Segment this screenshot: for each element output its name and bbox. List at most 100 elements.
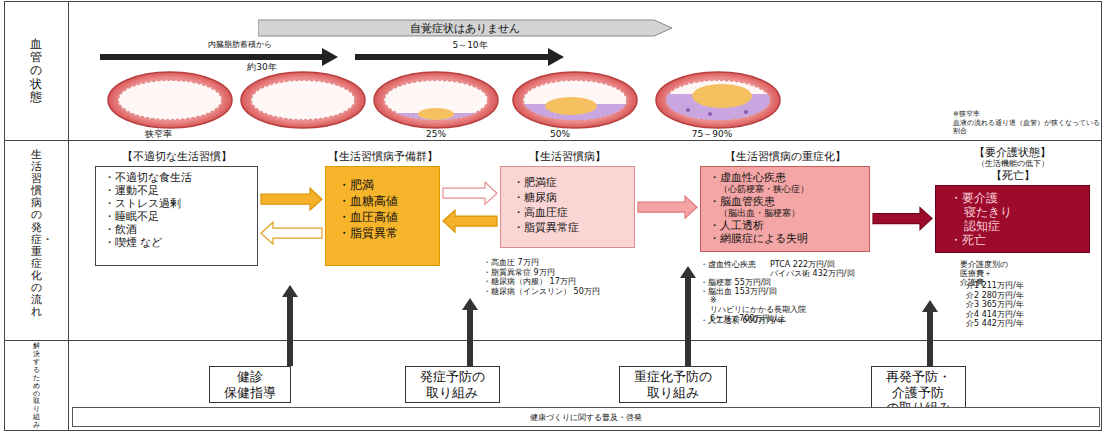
- period-note: 内臓脂肪蓄積から: [208, 40, 272, 49]
- cost-text: 介5 442万円/年: [966, 319, 1024, 328]
- arrow-text: 自覚症状はありません: [410, 21, 520, 36]
- stenosis-label: 75～90%: [692, 129, 732, 139]
- stage-box: 【生活習慣病の重症化】・虚血性心疾患（心筋梗塞・狭心症）・脳血管疾患（脳出血・脳…: [700, 150, 870, 252]
- band-text: 健康づくりに関する普及・啓発: [530, 412, 642, 423]
- cost-text: バイパス術 432万円/回: [770, 269, 855, 278]
- box-item: ・運動不足: [104, 184, 159, 197]
- box-heading: 【生活習慣病予備群】: [328, 150, 438, 163]
- plaque-dot: [708, 112, 712, 116]
- box-item: ・血糖高値: [338, 193, 398, 209]
- box-item: ・血圧高値: [338, 209, 398, 225]
- flow-arrow: [261, 222, 322, 244]
- support-arrow: [282, 285, 298, 366]
- box-heading: 【生活習慣病の重症化】: [725, 150, 846, 163]
- note-text: ※狭窄率: [953, 110, 980, 118]
- cost-text: ・高血圧 7万円: [483, 258, 539, 267]
- vessel-section: [656, 72, 780, 128]
- time-arrow: [355, 48, 564, 66]
- box-item: ・糖尿病: [513, 190, 557, 205]
- box-item: ・不適切な食生活: [104, 171, 192, 184]
- grid-line: [5, 140, 1102, 141]
- row-header: 解決するための取り組み: [32, 342, 39, 429]
- action-text: 重症化予防の 取り組み: [634, 369, 712, 400]
- flow-arrow: [443, 210, 497, 232]
- action-box: 重症化予防の 取り組み: [619, 366, 727, 403]
- cost-text: ・脳出血 153万円/回: [700, 287, 777, 296]
- box-heading: 【不適切な生活習慣】: [122, 150, 232, 163]
- cost-text: ・糖尿病（インスリン） 50万円: [483, 287, 600, 296]
- box-item: ・死亡: [950, 233, 986, 247]
- base-band: 健康づくりに関する普及・啓発: [72, 407, 1100, 427]
- flow-arrow: [443, 182, 497, 204]
- period-label: 5～10年: [452, 40, 487, 50]
- cost-text: ・脳梗塞 55万円/回: [700, 278, 771, 287]
- cost-text: ・人工透析 600万円/年: [700, 316, 785, 325]
- vessel-lumen: [251, 80, 355, 120]
- vessel-section: [241, 72, 365, 128]
- box-item: ・飲酒: [104, 223, 137, 236]
- stage-box: 【不適切な生活習慣】・不適切な食生活・運動不足・ストレス過剰・睡眠不足・飲酒・喫…: [95, 150, 258, 266]
- box-item: （脳出血・脳梗塞）: [709, 208, 800, 219]
- vessel-lumen: [118, 80, 222, 120]
- box-outline: ・虚血性心疾患（心筋梗塞・狭心症）・脳血管疾患（脳出血・脳梗塞）・人工透析・網膜…: [700, 166, 870, 252]
- note-text: 血液の流れる通り道（血管）が狭くなっている割合: [953, 119, 1101, 135]
- arrow-body: [258, 20, 672, 36]
- box-item: ・要介護: [950, 191, 998, 205]
- box-heading: 【要介護状態】: [974, 146, 1051, 159]
- time-arrow: [100, 48, 338, 66]
- stenosis-label: 50%: [550, 129, 570, 139]
- box-item: 認知症: [950, 219, 1000, 233]
- plaque-dot: [744, 110, 748, 114]
- period-label: 約30年: [247, 62, 276, 72]
- vessel-wall: [374, 72, 498, 128]
- row-header: 生活習慣病の発症・重症化の流れ: [31, 149, 42, 318]
- plaque-fat: [692, 84, 752, 108]
- box-outline: ・肥満・血糖高値・血圧高値・脂質異常: [325, 166, 440, 266]
- grid-line: [68, 2, 69, 431]
- cost-text: ・糖尿病（内服） 17万円: [483, 277, 576, 286]
- action-text: 健診 保健指導: [224, 369, 276, 400]
- support-arrow: [680, 266, 696, 366]
- box-item: ・高血圧症: [513, 205, 568, 220]
- plaque: [515, 97, 635, 124]
- cost-text: 介1 211万円/年: [966, 281, 1024, 290]
- box-outline: ・要介護寝たきり認知症・死亡: [935, 185, 1090, 253]
- vessel-wall: [241, 72, 365, 128]
- box-item: ・脂質異常: [338, 225, 398, 241]
- cost-text: ・脂質異常症 9万円: [483, 268, 555, 277]
- action-box: 健診 保健指導: [209, 366, 291, 403]
- stage-box: 【生活習慣病予備群】・肥満・血糖高値・血圧高値・脂質異常: [325, 150, 440, 266]
- box-item: （心筋梗塞・狭心症）: [709, 184, 809, 195]
- stenosis-label: 25%: [426, 129, 446, 139]
- box-item: ・人工透析: [709, 219, 764, 232]
- cost-text: 介3 365万円/年: [966, 300, 1024, 309]
- box-item: ・肥満: [338, 177, 374, 193]
- box-outline: ・肥満症・糖尿病・高血圧症・脂質異常症: [500, 166, 635, 248]
- box-heading: （生活機能の低下）: [977, 159, 1049, 169]
- vessel-section: [513, 72, 637, 128]
- plaque-fat: [545, 97, 597, 115]
- cost-text: 介2 280万円/年: [966, 291, 1024, 300]
- cost-text: ・虚血性心疾患: [700, 260, 756, 269]
- box-item: ・脂質異常症: [513, 220, 579, 235]
- support-arrow: [462, 298, 478, 366]
- plaque-fat: [418, 108, 454, 120]
- box-item: ・喫煙 など: [104, 236, 163, 249]
- vessel-section: [374, 72, 498, 128]
- stenosis-label: 狭窄率: [145, 129, 172, 139]
- box-item: ・肥満症: [513, 175, 557, 190]
- box-heading: 【死亡】: [991, 169, 1035, 182]
- support-arrow: [922, 300, 938, 366]
- vessel-section: [108, 72, 232, 128]
- box-item: ・虚血性心疾患: [709, 171, 786, 184]
- stage-box: 【生活習慣病】・肥満症・糖尿病・高血圧症・脂質異常症: [500, 150, 635, 248]
- box-item: 寝たきり: [950, 205, 1012, 219]
- box-item: ・脳血管疾患: [709, 195, 775, 208]
- vessel-wall: [513, 72, 637, 128]
- flow-arrow: [261, 188, 322, 210]
- action-text: 発症予防の 取り組み: [420, 369, 485, 400]
- action-box: 発症予防の 取り組み: [405, 366, 500, 403]
- table-border: [5, 2, 1102, 431]
- vessel-wall: [656, 72, 780, 128]
- box-outline: ・不適切な食生活・運動不足・ストレス過剰・睡眠不足・飲酒・喫煙 など: [95, 166, 258, 266]
